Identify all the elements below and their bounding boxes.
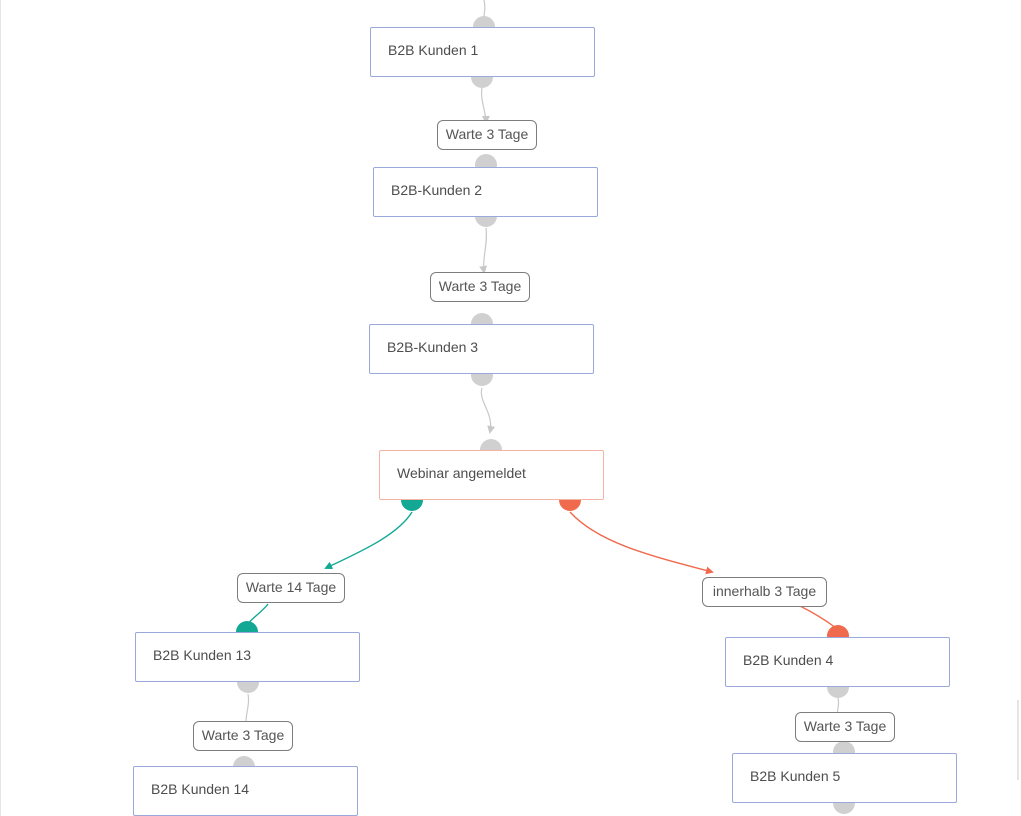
email-step-b2b-kunden-5[interactable]: B2B Kunden 5: [732, 753, 957, 803]
email-step-b2b-kunden-2[interactable]: B2B-Kunden 2: [373, 167, 598, 217]
step-label: B2B-Kunden 2: [391, 182, 483, 198]
email-step-b2b-kunden-4[interactable]: B2B Kunden 4: [725, 637, 950, 687]
connector-1-to-wait: [480, 87, 490, 124]
wait-text: Warte 3 Tage: [445, 126, 529, 142]
email-step-b2b-kunden-13[interactable]: B2B Kunden 13: [135, 632, 360, 682]
canvas-scrollbar[interactable]: [1017, 700, 1019, 780]
email-step-b2b-kunden-1[interactable]: B2B Kunden 1: [370, 27, 595, 77]
email-step-b2b-kunden-14[interactable]: B2B Kunden 14: [133, 766, 358, 816]
step-label: B2B Kunden 5: [750, 768, 841, 784]
condition-label: Webinar angemeldet: [397, 465, 526, 481]
wait-text: Warte 14 Tage: [245, 579, 337, 595]
connector-13-to-wait: [245, 693, 250, 723]
wait-label-2-3[interactable]: Warte 3 Tage: [430, 272, 530, 302]
wait-text: Warte 3 Tage: [201, 727, 285, 743]
wait-label-13-14[interactable]: Warte 3 Tage: [193, 721, 293, 751]
canvas-left-border: [0, 0, 1, 816]
step-label: B2B-Kunden 3: [387, 339, 479, 355]
step-label: B2B Kunden 14: [151, 781, 250, 797]
step-label: B2B Kunden 13: [153, 647, 252, 663]
wait-label-yes-branch[interactable]: Warte 14 Tage: [237, 573, 345, 603]
connector-yes-branch: [324, 511, 413, 570]
wait-text: Warte 3 Tage: [803, 718, 887, 734]
wait-text: Warte 3 Tage: [438, 278, 522, 294]
wait-label-4-5[interactable]: Warte 3 Tage: [795, 712, 895, 742]
email-step-b2b-kunden-3[interactable]: B2B-Kunden 3: [369, 324, 594, 374]
condition-webinar-angemeldet[interactable]: Webinar angemeldet: [379, 450, 604, 500]
wait-text: innerhalb 3 Tage: [712, 583, 817, 599]
connector-2-to-wait: [479, 227, 488, 274]
connector-no-wait-to-4: [799, 605, 837, 629]
connector-3-to-condition: [480, 387, 496, 434]
connector-no-branch: [569, 511, 714, 575]
wait-label-1-2[interactable]: Warte 3 Tage: [437, 120, 537, 150]
step-label: B2B Kunden 1: [388, 42, 479, 58]
wait-label-no-branch[interactable]: innerhalb 3 Tage: [702, 577, 827, 607]
step-label: B2B Kunden 4: [743, 652, 834, 668]
